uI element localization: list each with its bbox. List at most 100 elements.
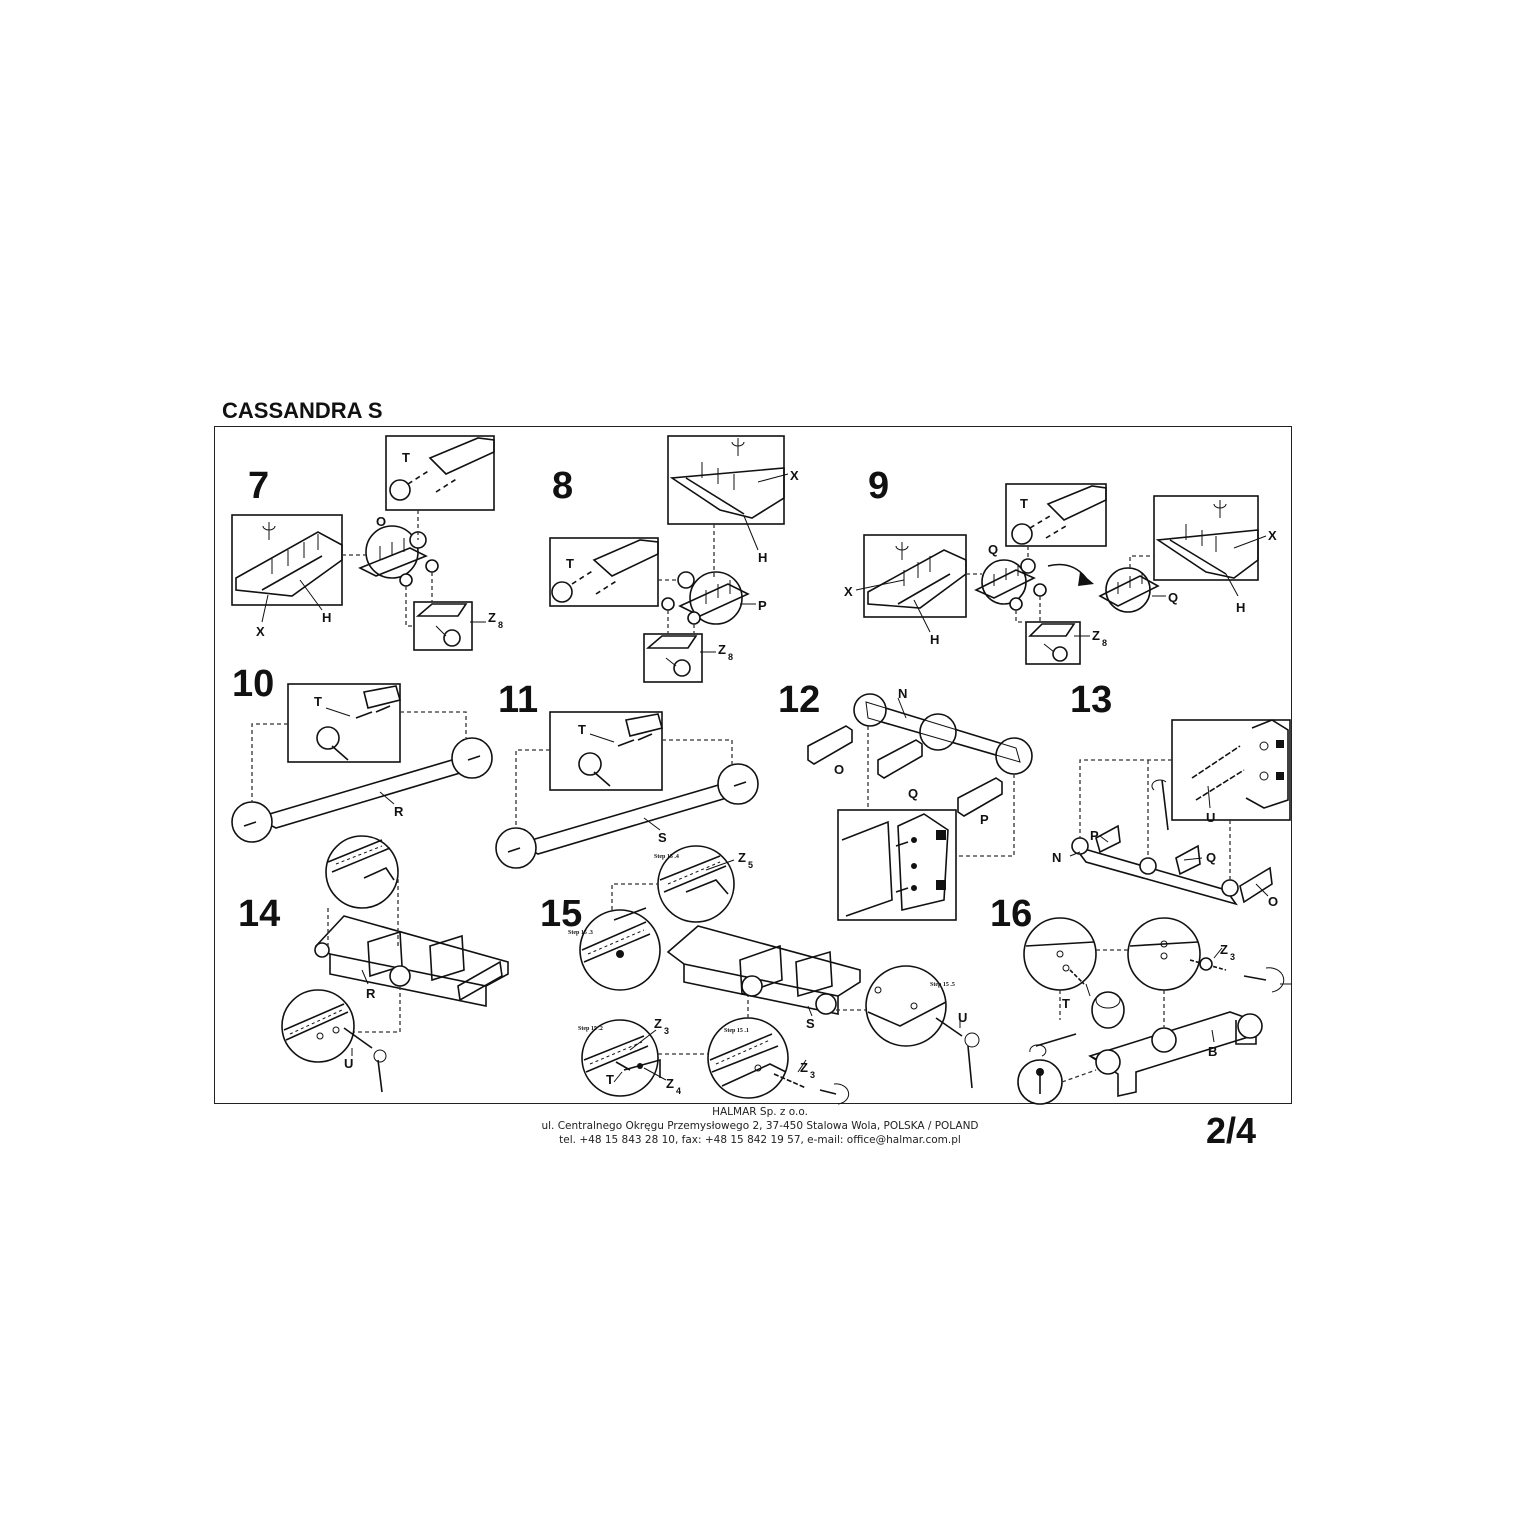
- step-number: 15: [540, 893, 582, 935]
- step-number: 14: [238, 893, 280, 935]
- panel: [358, 547, 428, 577]
- screwdriver-icon: [819, 1089, 837, 1095]
- label-u: U: [344, 1056, 353, 1071]
- label-step-15-1: Step 15 .1: [724, 1028, 749, 1034]
- inset-box: [231, 514, 343, 606]
- svg-text:3: 3: [664, 1026, 669, 1036]
- label-q: Q: [1206, 850, 1216, 865]
- panel-o: [1239, 866, 1273, 904]
- label-z8: Z: [488, 610, 496, 625]
- label-r: R: [394, 804, 404, 819]
- label-h: H: [322, 610, 331, 625]
- inset-box-dowel: [549, 711, 663, 791]
- label-z8: Z: [1092, 628, 1100, 643]
- label-z3a: Z: [654, 1016, 662, 1031]
- page-number: 2/4: [1206, 1110, 1257, 1151]
- footer-contact: tel. +48 15 843 28 10, fax: +48 15 842 1…: [559, 1134, 961, 1146]
- allen-key-icon: [1035, 1033, 1077, 1047]
- label-t: T: [402, 450, 410, 465]
- step-15: 15 Step 15 .4 Z 5 Step 15 .3 S Step 15 .…: [540, 845, 980, 1105]
- label-s: S: [658, 830, 667, 845]
- allen-key-icon: [1161, 779, 1169, 831]
- label-n: N: [898, 686, 907, 701]
- label-step-15-3: Step 15 .3: [568, 930, 593, 936]
- allen-key-icon: [377, 1059, 383, 1093]
- step-number: 12: [778, 679, 820, 721]
- label-p: P: [980, 812, 989, 827]
- detail-circle: [853, 693, 887, 727]
- step-9: 9 X H T Q Q X H: [844, 465, 1277, 665]
- label-u: U: [1206, 810, 1215, 825]
- step-10: 10 T R: [231, 663, 493, 843]
- step-11: 11 T S: [495, 679, 759, 869]
- panel-o: [807, 725, 853, 765]
- label-step-15-4: Step 15 .4: [654, 854, 679, 860]
- label-t: T: [1020, 496, 1028, 511]
- instruction-frame: [214, 426, 1292, 1104]
- dowel-icon: [389, 479, 411, 501]
- screwdriver-icon: [731, 441, 745, 447]
- label-t: T: [314, 694, 322, 709]
- label-q2: Q: [1168, 590, 1178, 605]
- inset-box-dowel: [287, 683, 401, 763]
- panel-p: [1095, 824, 1121, 854]
- label-step-15-2: Step 15 .2: [578, 1026, 603, 1032]
- panel-r: [253, 759, 473, 829]
- allen-key-icon: [967, 1045, 973, 1089]
- label-h: H: [758, 550, 767, 565]
- step-16: 16 Z 3 T B: [990, 893, 1292, 1105]
- leader-lines: [261, 579, 323, 623]
- label-h2: H: [1236, 600, 1245, 615]
- dowel-icon: [316, 726, 340, 750]
- label-o: O: [1268, 894, 1278, 909]
- label-p: P: [758, 598, 767, 613]
- label-x: X: [256, 624, 265, 639]
- step-number: 7: [248, 465, 269, 507]
- label-q: Q: [988, 542, 998, 557]
- inset-box-2: [1153, 495, 1259, 581]
- label-o: O: [834, 762, 844, 777]
- cabinet-body: [314, 915, 509, 987]
- label-step-15-5: Step 15 .5: [930, 982, 955, 988]
- dowel-icon: [551, 581, 573, 603]
- step-number: 8: [552, 465, 573, 507]
- detail-circle-15-5: [865, 965, 947, 1047]
- step-14: 14 U R: [238, 835, 509, 1093]
- document-title: CASSANDRA S: [222, 398, 383, 423]
- label-s: S: [806, 1016, 815, 1031]
- panel-n: [1071, 844, 1238, 906]
- step-12: 12 N O Q P: [778, 679, 1033, 921]
- detail-circle-2: [1127, 917, 1201, 991]
- cam-lock-icon: [673, 659, 691, 677]
- label-t: T: [578, 722, 586, 737]
- step-number: 9: [868, 465, 889, 507]
- panel-q: [1175, 844, 1201, 876]
- panel-s: [515, 783, 743, 855]
- label-u: U: [958, 1010, 967, 1025]
- inset-box: [1171, 719, 1291, 821]
- label-p: P: [1090, 828, 1099, 843]
- label-x2: X: [1268, 528, 1277, 543]
- hinge-strip: [261, 555, 323, 591]
- footer: HALMAR Sp. z o.o. ul. Centralnego Okręgu…: [0, 1105, 1520, 1147]
- step-number: 16: [990, 893, 1032, 935]
- detail-circle-top: [325, 835, 399, 909]
- svg-text:5: 5: [748, 860, 753, 870]
- step-13: 13 U P N Q O: [1052, 679, 1291, 909]
- label-x: X: [790, 468, 799, 483]
- screwdriver-icon: [262, 522, 276, 540]
- screws: [271, 534, 319, 574]
- leg-b: [1088, 1011, 1259, 1097]
- label-z3: Z: [1220, 942, 1228, 957]
- label-o: O: [376, 514, 386, 529]
- label-z3b: Z: [800, 1060, 808, 1075]
- step-7: 7 X H O T Z 8: [231, 435, 503, 651]
- svg-text:8: 8: [728, 652, 733, 662]
- label-n: N: [1052, 850, 1061, 865]
- svg-text:8: 8: [1102, 638, 1107, 648]
- inset-box: [837, 809, 957, 921]
- cam-lock-icon: [1052, 646, 1068, 662]
- label-t: T: [566, 556, 574, 571]
- step-number: 13: [1070, 679, 1112, 721]
- panel-p: [957, 777, 1003, 817]
